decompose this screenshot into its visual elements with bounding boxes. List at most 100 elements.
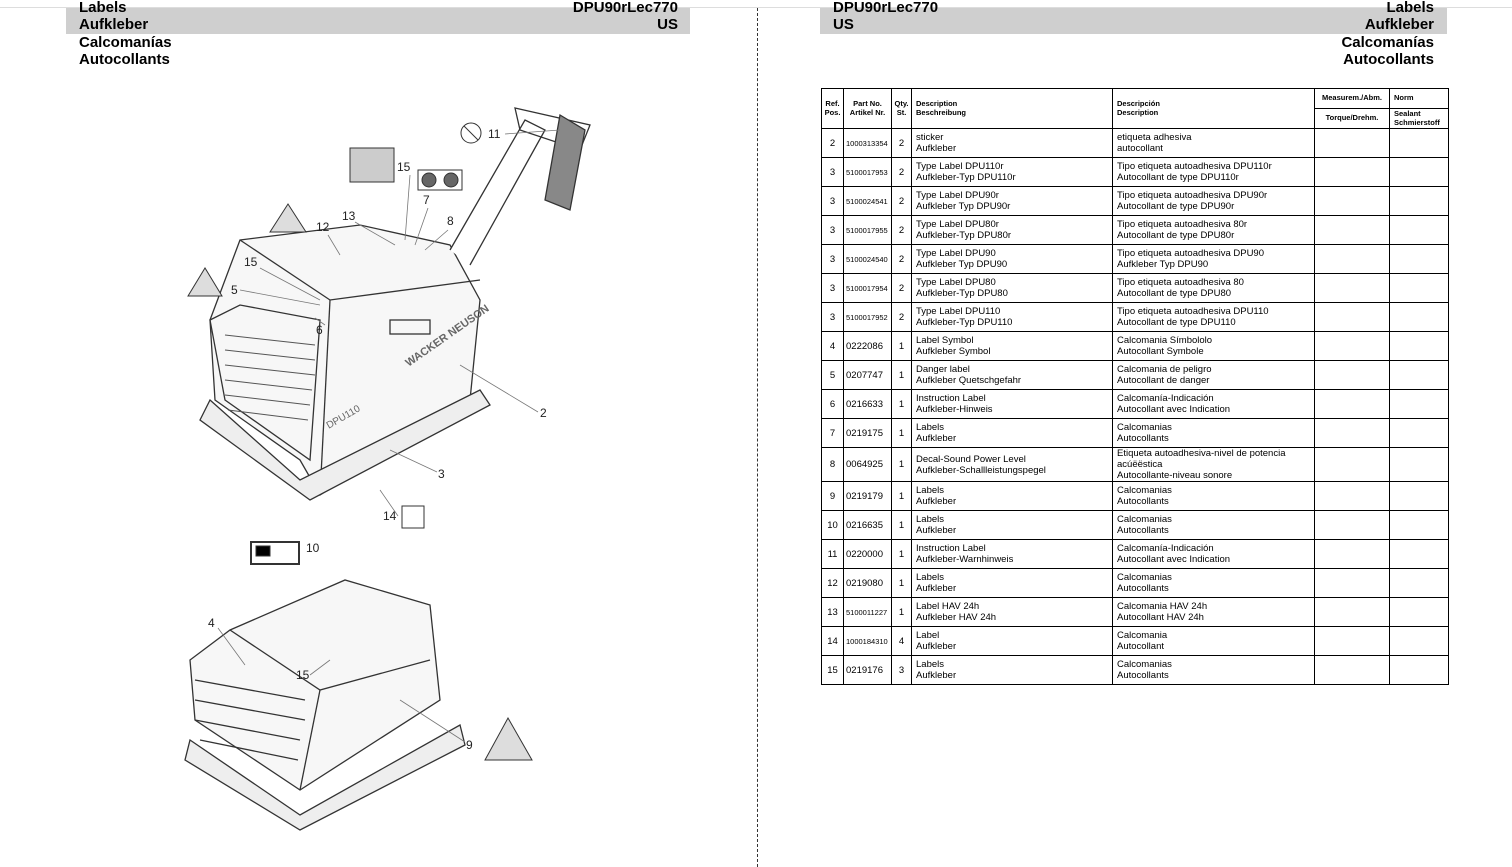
left-title-cut: Labels: [79, 0, 127, 16]
right-model-cut: DPU90rLec770: [833, 0, 939, 16]
cell-ref: 3: [821, 244, 844, 274]
cell-sealant: [1389, 331, 1449, 361]
cell-ref: 4: [821, 331, 844, 361]
cell-part-number: 0219179: [843, 481, 892, 511]
cell-qty: 2: [891, 273, 912, 303]
callout-14: 14: [383, 509, 397, 523]
cell-qty: 2: [891, 186, 912, 216]
cell-sealant: [1389, 418, 1449, 448]
cell-qty: 1: [891, 418, 912, 448]
cell-part-number: 5100017954: [843, 273, 892, 303]
cell-ref: 9: [821, 481, 844, 511]
cell-qty: 2: [891, 244, 912, 274]
right-title-fr: Autocollants: [1343, 51, 1434, 68]
cell-torque: [1314, 244, 1390, 274]
header-measure: Measurem./Abm.: [1314, 88, 1390, 109]
right-title-es: Calcomanías: [1341, 34, 1434, 51]
cell-qty: 3: [891, 655, 912, 685]
cell-qty: 2: [891, 157, 912, 187]
cell-ref: 15: [821, 655, 844, 685]
callout-11: 11: [488, 127, 501, 141]
callout-8: 8: [447, 214, 454, 228]
cell-qty: 2: [891, 215, 912, 245]
page-top-border: [0, 7, 1512, 8]
cell-part-number: 0216633: [843, 389, 892, 419]
cell-ref: 3: [821, 215, 844, 245]
cell-part-number: 0220000: [843, 539, 892, 569]
cell-sealant: [1389, 244, 1449, 274]
leader-lines: [217, 129, 561, 743]
callout-3: 3: [438, 467, 445, 481]
cell-qty: 1: [891, 510, 912, 540]
cell-ref: 10: [821, 510, 844, 540]
cell-part-number: 0207747: [843, 360, 892, 390]
header-qty: Qty.St.: [891, 88, 912, 129]
cell-ref: 14: [821, 626, 844, 656]
header-ref: Ref.Pos.: [821, 88, 844, 129]
cell-sealant: [1389, 215, 1449, 245]
cell-ref: 8: [821, 447, 844, 482]
header-torque: Torque/Drehm.: [1314, 108, 1390, 129]
callout-15: 15: [296, 668, 310, 682]
cell-sealant: [1389, 539, 1449, 569]
cell-ref: 5: [821, 360, 844, 390]
cell-sealant: [1389, 157, 1449, 187]
cell-part-number: 0219175: [843, 418, 892, 448]
cell-ref: 7: [821, 418, 844, 448]
cell-sealant: [1389, 360, 1449, 390]
right-header-bar: DPU90rLec770 Labels: [820, 0, 1447, 34]
cell-torque: [1314, 510, 1390, 540]
callout-7: 7: [423, 193, 430, 207]
cell-sealant: [1389, 128, 1449, 158]
header-norm: Norm: [1389, 88, 1449, 109]
cell-qty: 2: [891, 302, 912, 332]
cell-torque: [1314, 539, 1390, 569]
callout-5: 5: [231, 283, 238, 297]
callout-4: 4: [208, 616, 215, 630]
machine-top: [199, 107, 591, 501]
cell-torque: [1314, 128, 1390, 158]
callout-15: 15: [244, 255, 258, 269]
cell-part-number: 0219080: [843, 568, 892, 598]
cell-qty: 1: [891, 597, 912, 627]
right-title-cut: Labels: [1386, 0, 1434, 16]
left-header-bar: Labels DPU90rLec770: [66, 0, 690, 34]
cell-sealant: [1389, 273, 1449, 303]
cell-sealant: [1389, 481, 1449, 511]
cell-ref: 3: [821, 273, 844, 303]
cell-torque: [1314, 157, 1390, 187]
cell-qty: 1: [891, 360, 912, 390]
callout-13: 13: [342, 209, 356, 223]
